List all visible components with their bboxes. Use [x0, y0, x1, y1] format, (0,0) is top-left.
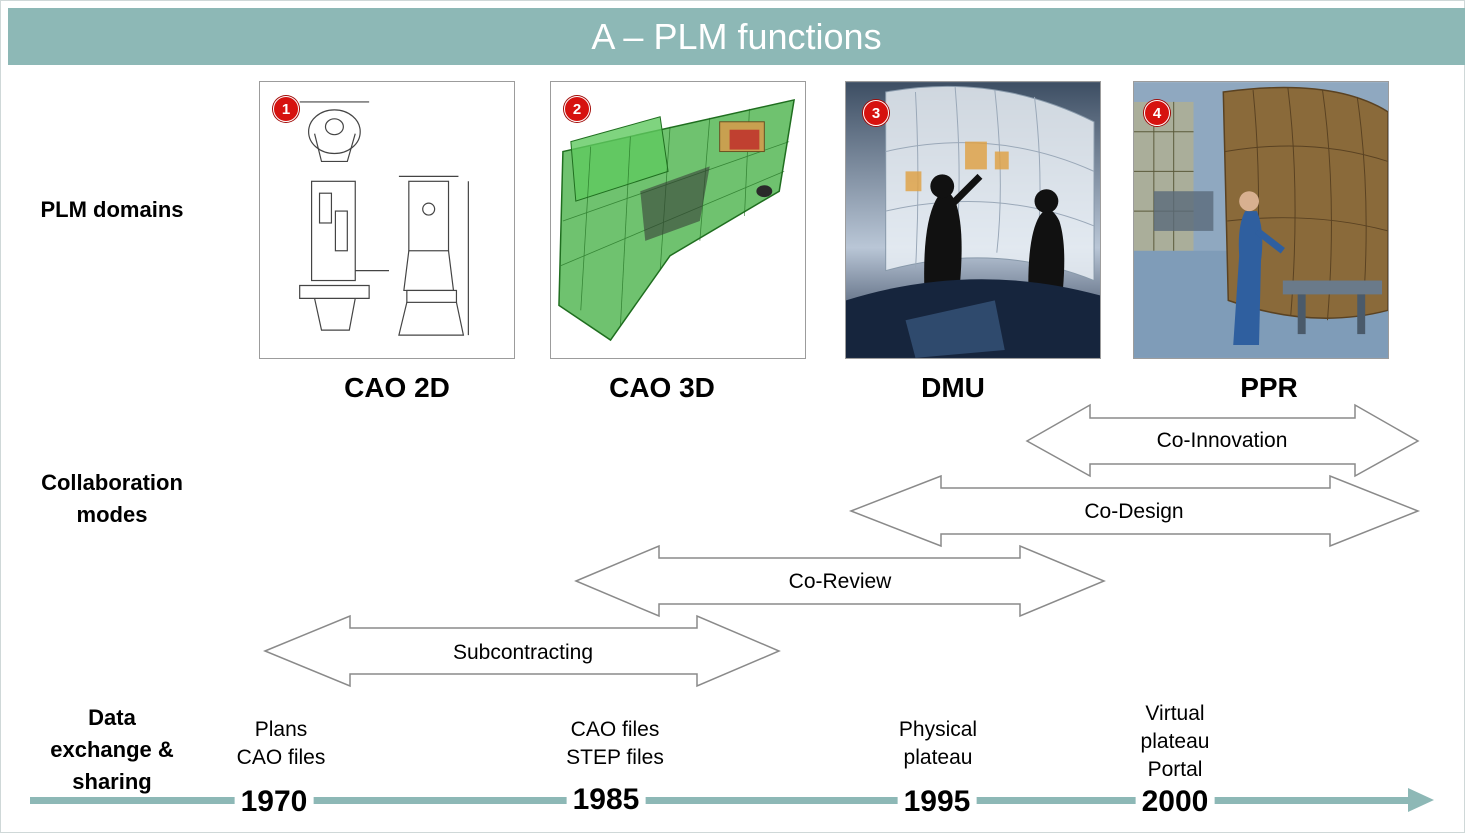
arrow-subcontracting [263, 614, 781, 688]
domain-badge-2: 2 [564, 96, 590, 122]
exchange-item-1-line2: CAO files [236, 746, 326, 769]
virtual-review-room-icon [846, 82, 1100, 358]
exchange-item-2: CAO files STEP files [566, 716, 664, 772]
exchange-item-1: Plans CAO files [237, 716, 326, 772]
domain-name-cao-3d: CAO 3D [609, 372, 715, 403]
row-label-collaboration: Collaboration modes [22, 467, 202, 531]
exchange-item-3-line2: plateau [903, 746, 973, 769]
domain-badge-1: 1 [273, 96, 299, 122]
3d-ship-model-icon [551, 82, 805, 358]
year-1995: 1995 [897, 785, 977, 819]
year-2000: 2000 [1135, 785, 1215, 819]
domain-card-cao-3d: 2 [550, 81, 806, 359]
domain-badge-3: 3 [863, 100, 889, 126]
row-label-domains-text: PLM domains [40, 197, 184, 222]
arrow-co-design [848, 474, 1421, 548]
exchange-item-1-line1: Plans [254, 718, 308, 741]
collab-label-co-innovation: Co-Innovation [1156, 429, 1288, 452]
factory-assembly-icon [1134, 82, 1388, 358]
exchange-item-3-line1: Physical [898, 718, 978, 741]
domain-badge-4: 4 [1144, 100, 1170, 126]
row-label-domains: PLM domains [22, 194, 202, 226]
domain-name-dmu: DMU [921, 372, 985, 403]
row-label-exchange-line1: Data [88, 705, 136, 730]
arrow-co-innovation [1025, 403, 1420, 478]
slide-title: A – PLM functions [591, 15, 882, 57]
title-bar: A – PLM functions [8, 8, 1465, 65]
domain-name-ppr: PPR [1240, 372, 1298, 403]
collab-label-subcontracting: Subcontracting [452, 641, 594, 664]
exchange-item-2-line1: CAO files [570, 718, 660, 741]
domain-card-cao-2d: 1 [259, 81, 515, 359]
domain-card-ppr: 4 [1133, 81, 1389, 359]
technical-drawing-icon [260, 82, 514, 358]
row-label-exchange-line2: exchange & [50, 737, 174, 762]
row-label-exchange: Data exchange & sharing [22, 702, 202, 798]
arrow-co-review [574, 544, 1106, 618]
exchange-item-2-line2: STEP files [566, 746, 664, 769]
collab-label-co-review: Co-Review [788, 570, 892, 593]
row-label-collaboration-line2: modes [76, 502, 148, 527]
collab-label-co-design: Co-Design [1084, 500, 1184, 523]
row-label-collaboration-line1: Collaboration [41, 470, 183, 495]
exchange-item-3: Physical plateau [899, 716, 977, 772]
domain-card-dmu: 3 [845, 81, 1101, 359]
exchange-item-4-line2: plateau [1140, 730, 1210, 753]
domain-name-cao-2d: CAO 2D [344, 372, 450, 403]
exchange-item-4-line1: Virtual [1145, 702, 1205, 725]
row-label-exchange-line3: sharing [72, 769, 152, 794]
exchange-item-4-line3: Portal [1147, 758, 1203, 781]
exchange-item-4: Virtual plateau Portal [1141, 700, 1210, 784]
year-1985: 1985 [566, 783, 646, 817]
year-1970: 1970 [234, 785, 314, 819]
